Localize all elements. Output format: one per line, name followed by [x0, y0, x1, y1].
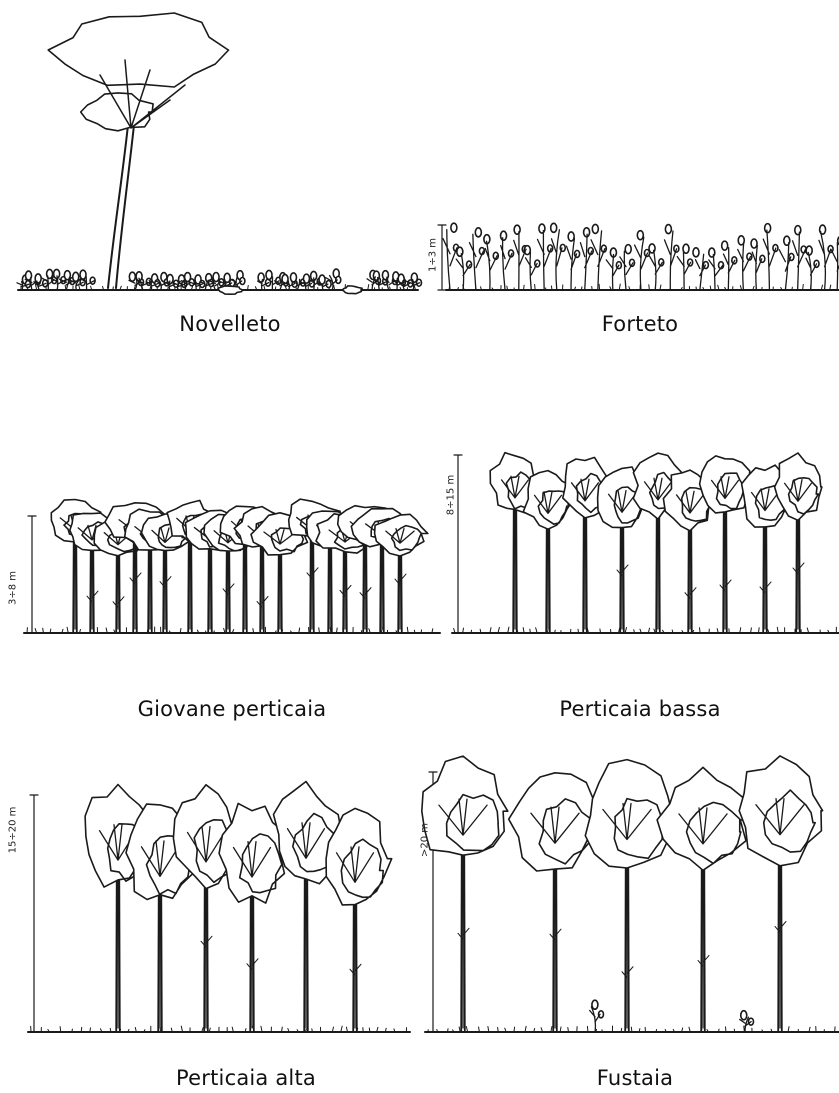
leaf — [475, 228, 481, 237]
panel-giovane-perticaia: 3÷8 m Giovane perticaia — [0, 440, 440, 730]
mature-tree — [422, 756, 508, 1032]
dense-shrubs — [443, 223, 839, 290]
crown — [657, 767, 746, 870]
leaf — [722, 241, 728, 250]
undergrowth-seedling — [590, 1000, 604, 1032]
panel-perticaia-alta: 15÷20 m Perticaia alta — [0, 770, 410, 1093]
leaf — [625, 245, 631, 254]
stone — [218, 286, 243, 294]
perticaia-bassa-drawing — [440, 440, 839, 650]
crown — [585, 760, 672, 868]
leaf — [693, 248, 699, 257]
novelleto-drawing — [0, 0, 420, 300]
caption-novelleto: Novelleto — [179, 312, 280, 336]
leaf — [765, 224, 771, 233]
leaf — [258, 273, 264, 282]
caption-fustaia: Fustaia — [597, 1066, 673, 1090]
seedlings-left — [17, 269, 95, 290]
height-bar — [438, 225, 446, 290]
caption-giovane-perticaia: Giovane perticaia — [138, 697, 327, 721]
lone-pine — [48, 13, 228, 288]
seedlings-right — [258, 269, 341, 290]
height-label-fustaia: >20 m — [420, 823, 431, 857]
crown-lower — [81, 93, 153, 131]
tall-pole-tree — [326, 808, 392, 1032]
tall-pole-tree — [274, 782, 342, 1033]
mature-tree — [509, 773, 600, 1032]
giovane-perticaia-drawing — [0, 440, 440, 650]
caption-forteto: Forteto — [602, 312, 678, 336]
leaf — [80, 270, 86, 279]
leaf — [568, 232, 574, 241]
seedlings-far-right — [367, 270, 421, 290]
leaf — [741, 1011, 747, 1020]
mature-tree — [657, 767, 746, 1032]
leaf — [599, 1011, 604, 1018]
trunk — [108, 125, 134, 288]
leaf — [592, 224, 598, 233]
leaf — [637, 231, 643, 240]
leaf — [551, 223, 557, 232]
height-label-perticaia-alta: 15÷20 m — [8, 807, 19, 854]
leaf — [266, 270, 272, 279]
tall-pole-tree — [173, 785, 240, 1032]
caption-perticaia-bassa: Perticaia bassa — [559, 697, 720, 721]
panel-forteto: 1÷3 m Forteto — [420, 0, 839, 345]
leaf — [382, 271, 388, 280]
height-bar — [28, 516, 36, 633]
crown — [422, 756, 508, 855]
mature-tree — [585, 760, 672, 1032]
leaf — [129, 272, 135, 281]
height-bar — [30, 795, 38, 1032]
leaf — [751, 239, 757, 248]
leaf — [73, 272, 79, 281]
crown — [739, 756, 822, 866]
mature-tree — [739, 756, 822, 1032]
crown — [509, 773, 600, 871]
leaf — [501, 231, 507, 240]
leaf — [665, 225, 671, 234]
panel-novelleto: Novelleto — [0, 0, 420, 345]
forteto-drawing — [420, 0, 839, 300]
height-label-giovane-perticaia: 3÷8 m — [8, 571, 19, 605]
tall-pole-tree — [219, 803, 285, 1032]
caption-perticaia-alta: Perticaia alta — [176, 1066, 316, 1090]
panel-perticaia-bassa: 8÷15 m Perticaia bassa — [440, 440, 839, 730]
pole-tree — [775, 453, 822, 633]
height-label-forteto: 1÷3 m — [428, 238, 439, 272]
leaf — [451, 223, 457, 232]
panel-fustaia: >20 m Fustaia — [405, 760, 839, 1093]
height-label-perticaia-bassa: 8÷15 m — [446, 475, 457, 515]
crown — [48, 13, 228, 87]
leaf — [592, 1000, 598, 1009]
perticaia-alta-drawing — [0, 770, 410, 1040]
fustaia-drawing — [405, 760, 839, 1040]
leaf — [213, 273, 219, 282]
